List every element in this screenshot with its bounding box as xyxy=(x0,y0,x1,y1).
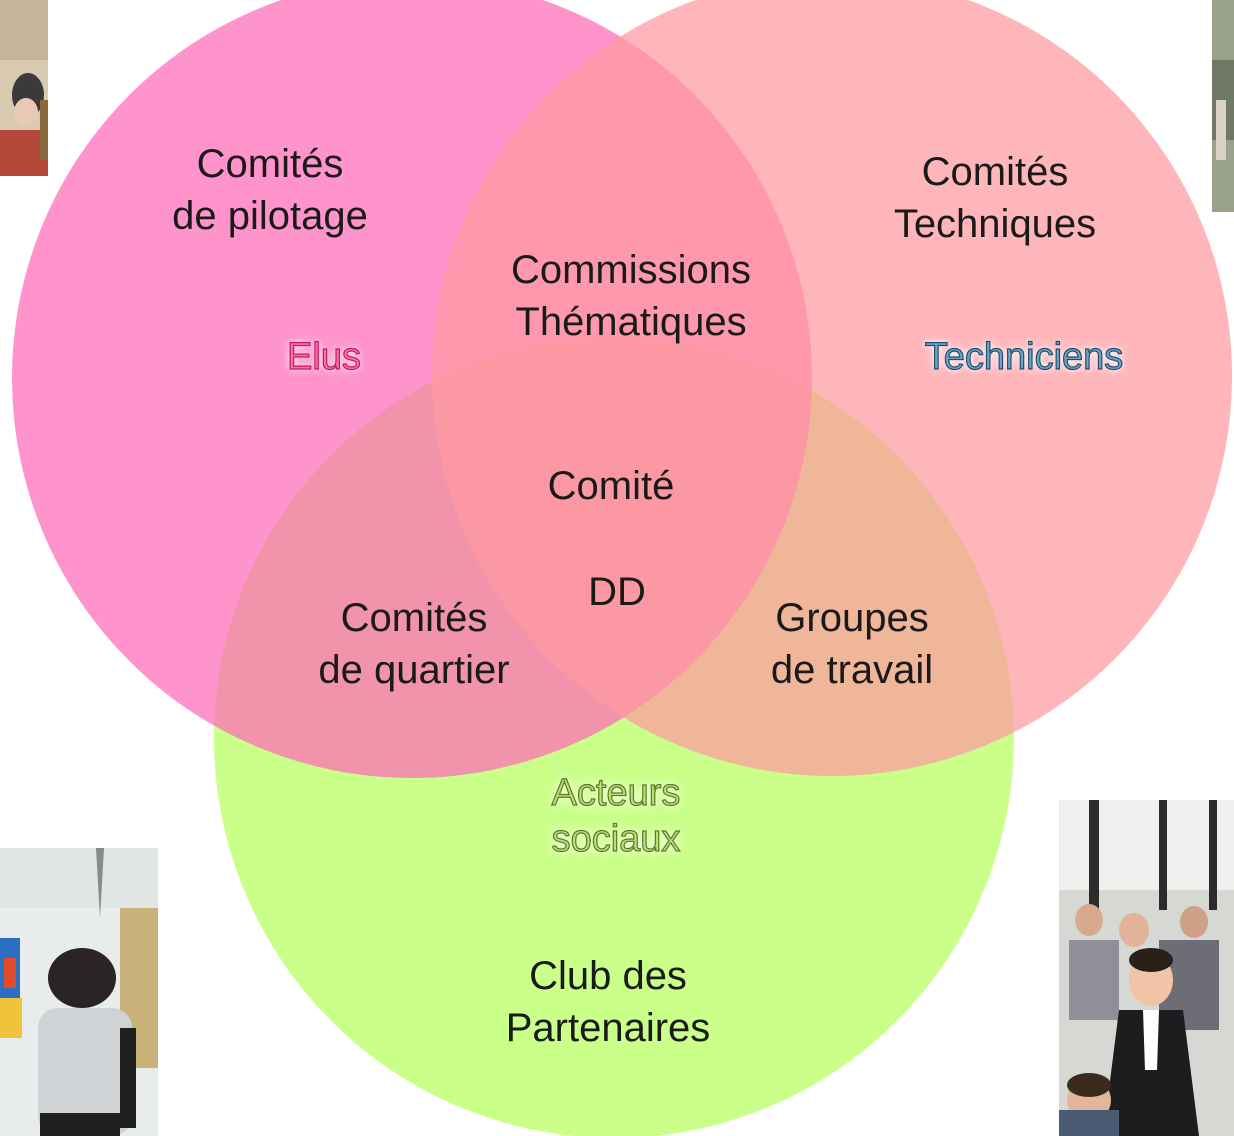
photo-top-left xyxy=(0,0,48,176)
label-commissions-thematiques: Commissions Thématiques xyxy=(510,248,752,344)
label-groupes-de-travail: Groupes de travail xyxy=(770,596,934,692)
label-comites-techniques: Comités Techniques xyxy=(893,150,1097,246)
techniciens-circle xyxy=(432,0,1232,776)
group-acteurs-sociaux-label: Acteurs sociaux xyxy=(551,770,681,862)
acteurs-line-2: sociaux xyxy=(551,817,681,860)
group-elus-label: Elus xyxy=(286,335,361,378)
label-comites-de-quartier: Comités de quartier xyxy=(318,596,510,692)
label-comite-dd-line-1: Comité xyxy=(547,464,675,508)
acteurs-line-1: Acteurs xyxy=(551,771,681,814)
photo-bottom-left xyxy=(0,848,158,1136)
label-comite-dd-line-2: DD xyxy=(588,570,646,614)
label-comites-de-pilotage: Comités de pilotage xyxy=(172,142,368,238)
photo-top-left-icon xyxy=(0,0,48,176)
photo-bottom-right xyxy=(1059,800,1234,1136)
photo-bottom-left-icon xyxy=(0,848,158,1136)
label-club-des-partenaires: Club des Partenaires xyxy=(505,954,711,1050)
group-techniciens-label: Techniciens xyxy=(924,335,1124,378)
photo-top-right-icon xyxy=(1212,0,1234,212)
photo-top-right xyxy=(1212,0,1234,212)
photo-bottom-right-icon xyxy=(1059,800,1234,1136)
